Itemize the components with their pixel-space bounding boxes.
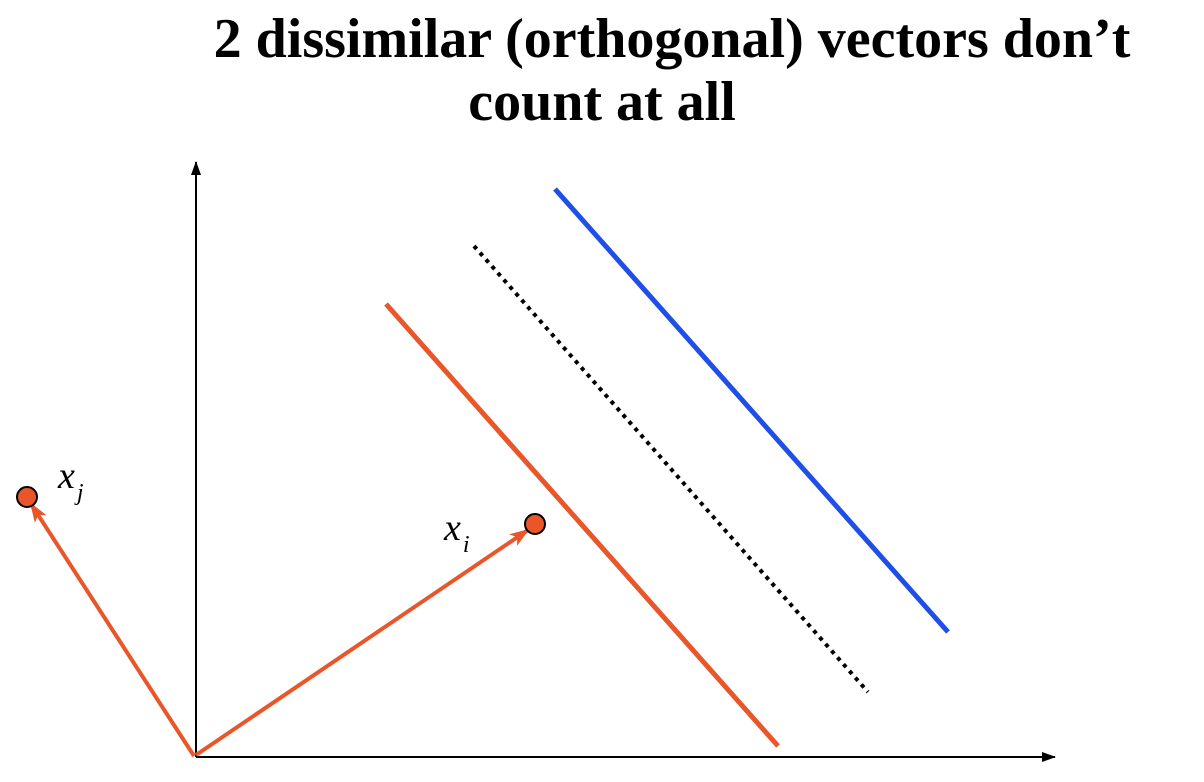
label-xi: xi <box>443 507 470 558</box>
decision-boundary-dotted <box>472 244 870 694</box>
label-xj: xj <box>57 455 84 506</box>
title-line-1: 2 dissimilar (orthogonal) vectors don’t <box>213 8 1131 70</box>
margin-line-blue <box>553 187 950 634</box>
slide-title: 2 dissimilar (orthogonal) vectors don’t … <box>0 8 1204 135</box>
label-xi-base: x <box>443 507 461 549</box>
label-xi-sub: i <box>463 532 470 558</box>
label-xj-sub: j <box>74 480 84 506</box>
vector-xi <box>194 528 530 757</box>
point-xi <box>524 513 546 535</box>
title-line-2: count at all <box>468 71 736 134</box>
label-xj-base: x <box>57 455 75 497</box>
point-xj <box>16 486 38 508</box>
vector-xj <box>29 502 196 758</box>
margin-line-orange <box>384 302 780 748</box>
